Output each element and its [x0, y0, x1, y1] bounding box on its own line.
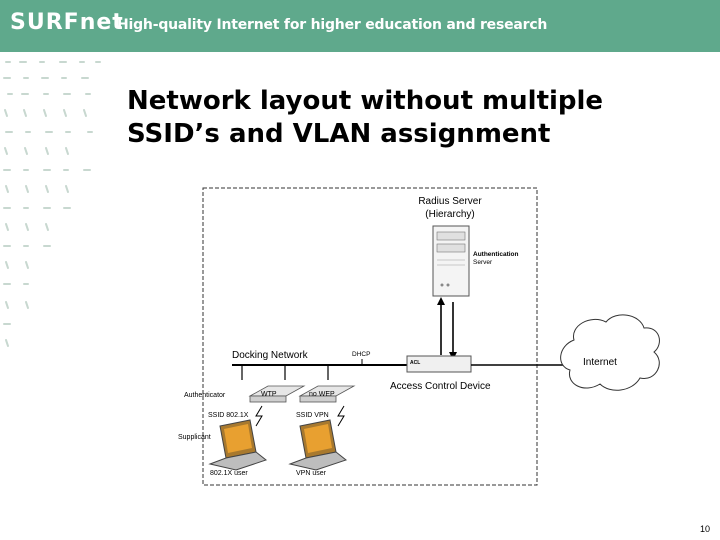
- access-control-device: ACL: [406, 355, 472, 373]
- server-label: Server: [473, 259, 493, 266]
- authenticator-label: Authenticator: [184, 392, 226, 399]
- header-bar: SURFnet High-quality Internet for higher…: [0, 0, 720, 52]
- laptop-icon-vpn: [288, 419, 348, 471]
- internet-cloud: [560, 314, 660, 391]
- slide-title: Network layout without multiple SSID’s a…: [127, 85, 603, 151]
- logo-text-net: net: [79, 10, 124, 35]
- wireless-signal-icon-1: [255, 405, 263, 427]
- ssid-8021x-label: SSID 802.1X: [208, 412, 249, 419]
- wireless-signal-icon-2: [337, 405, 345, 427]
- access-control-device-label: Access Control Device: [390, 381, 491, 392]
- header-tagline: High-quality Internet for higher educati…: [117, 17, 548, 33]
- no-wep-label: no WEP: [309, 391, 335, 398]
- radius-server-label: Radius Server: [418, 196, 482, 207]
- decorative-dash-pattern: [3, 61, 101, 347]
- logo-text-surf: SURF: [10, 10, 80, 35]
- wtp-label: WTP: [261, 391, 277, 398]
- dhcp-label: DHCP: [352, 351, 370, 358]
- docking-network-label: Docking Network: [232, 350, 309, 361]
- user-8021x-label: 802.1X user: [210, 470, 248, 477]
- slide-title-line-2: SSID’s and VLAN assignment: [127, 119, 551, 149]
- surfnet-logo: SURFnet: [10, 8, 123, 48]
- access-point-icon-no-wep: [298, 385, 356, 403]
- network-diagram: Radius Server (Hierarchy) Authentication…: [178, 187, 660, 486]
- authentication-label: Authentication: [473, 251, 519, 258]
- server-icon: [432, 225, 470, 297]
- acd-box-label: ACL: [410, 360, 420, 366]
- internet-label: Internet: [583, 357, 617, 368]
- supplicant-label: Supplicant: [178, 434, 211, 441]
- user-vpn-label: VPN user: [296, 470, 327, 477]
- radius-link-arrow: [437, 297, 457, 360]
- ssid-vpn-label: SSID VPN: [296, 412, 329, 419]
- hierarchy-label: (Hierarchy): [425, 209, 474, 220]
- laptop-icon-8021x: [208, 419, 268, 471]
- access-point-icon-wtp: [248, 385, 306, 403]
- page-number: 10: [699, 524, 710, 534]
- slide-title-line-1: Network layout without multiple: [127, 86, 604, 116]
- diagram-border: [202, 187, 538, 486]
